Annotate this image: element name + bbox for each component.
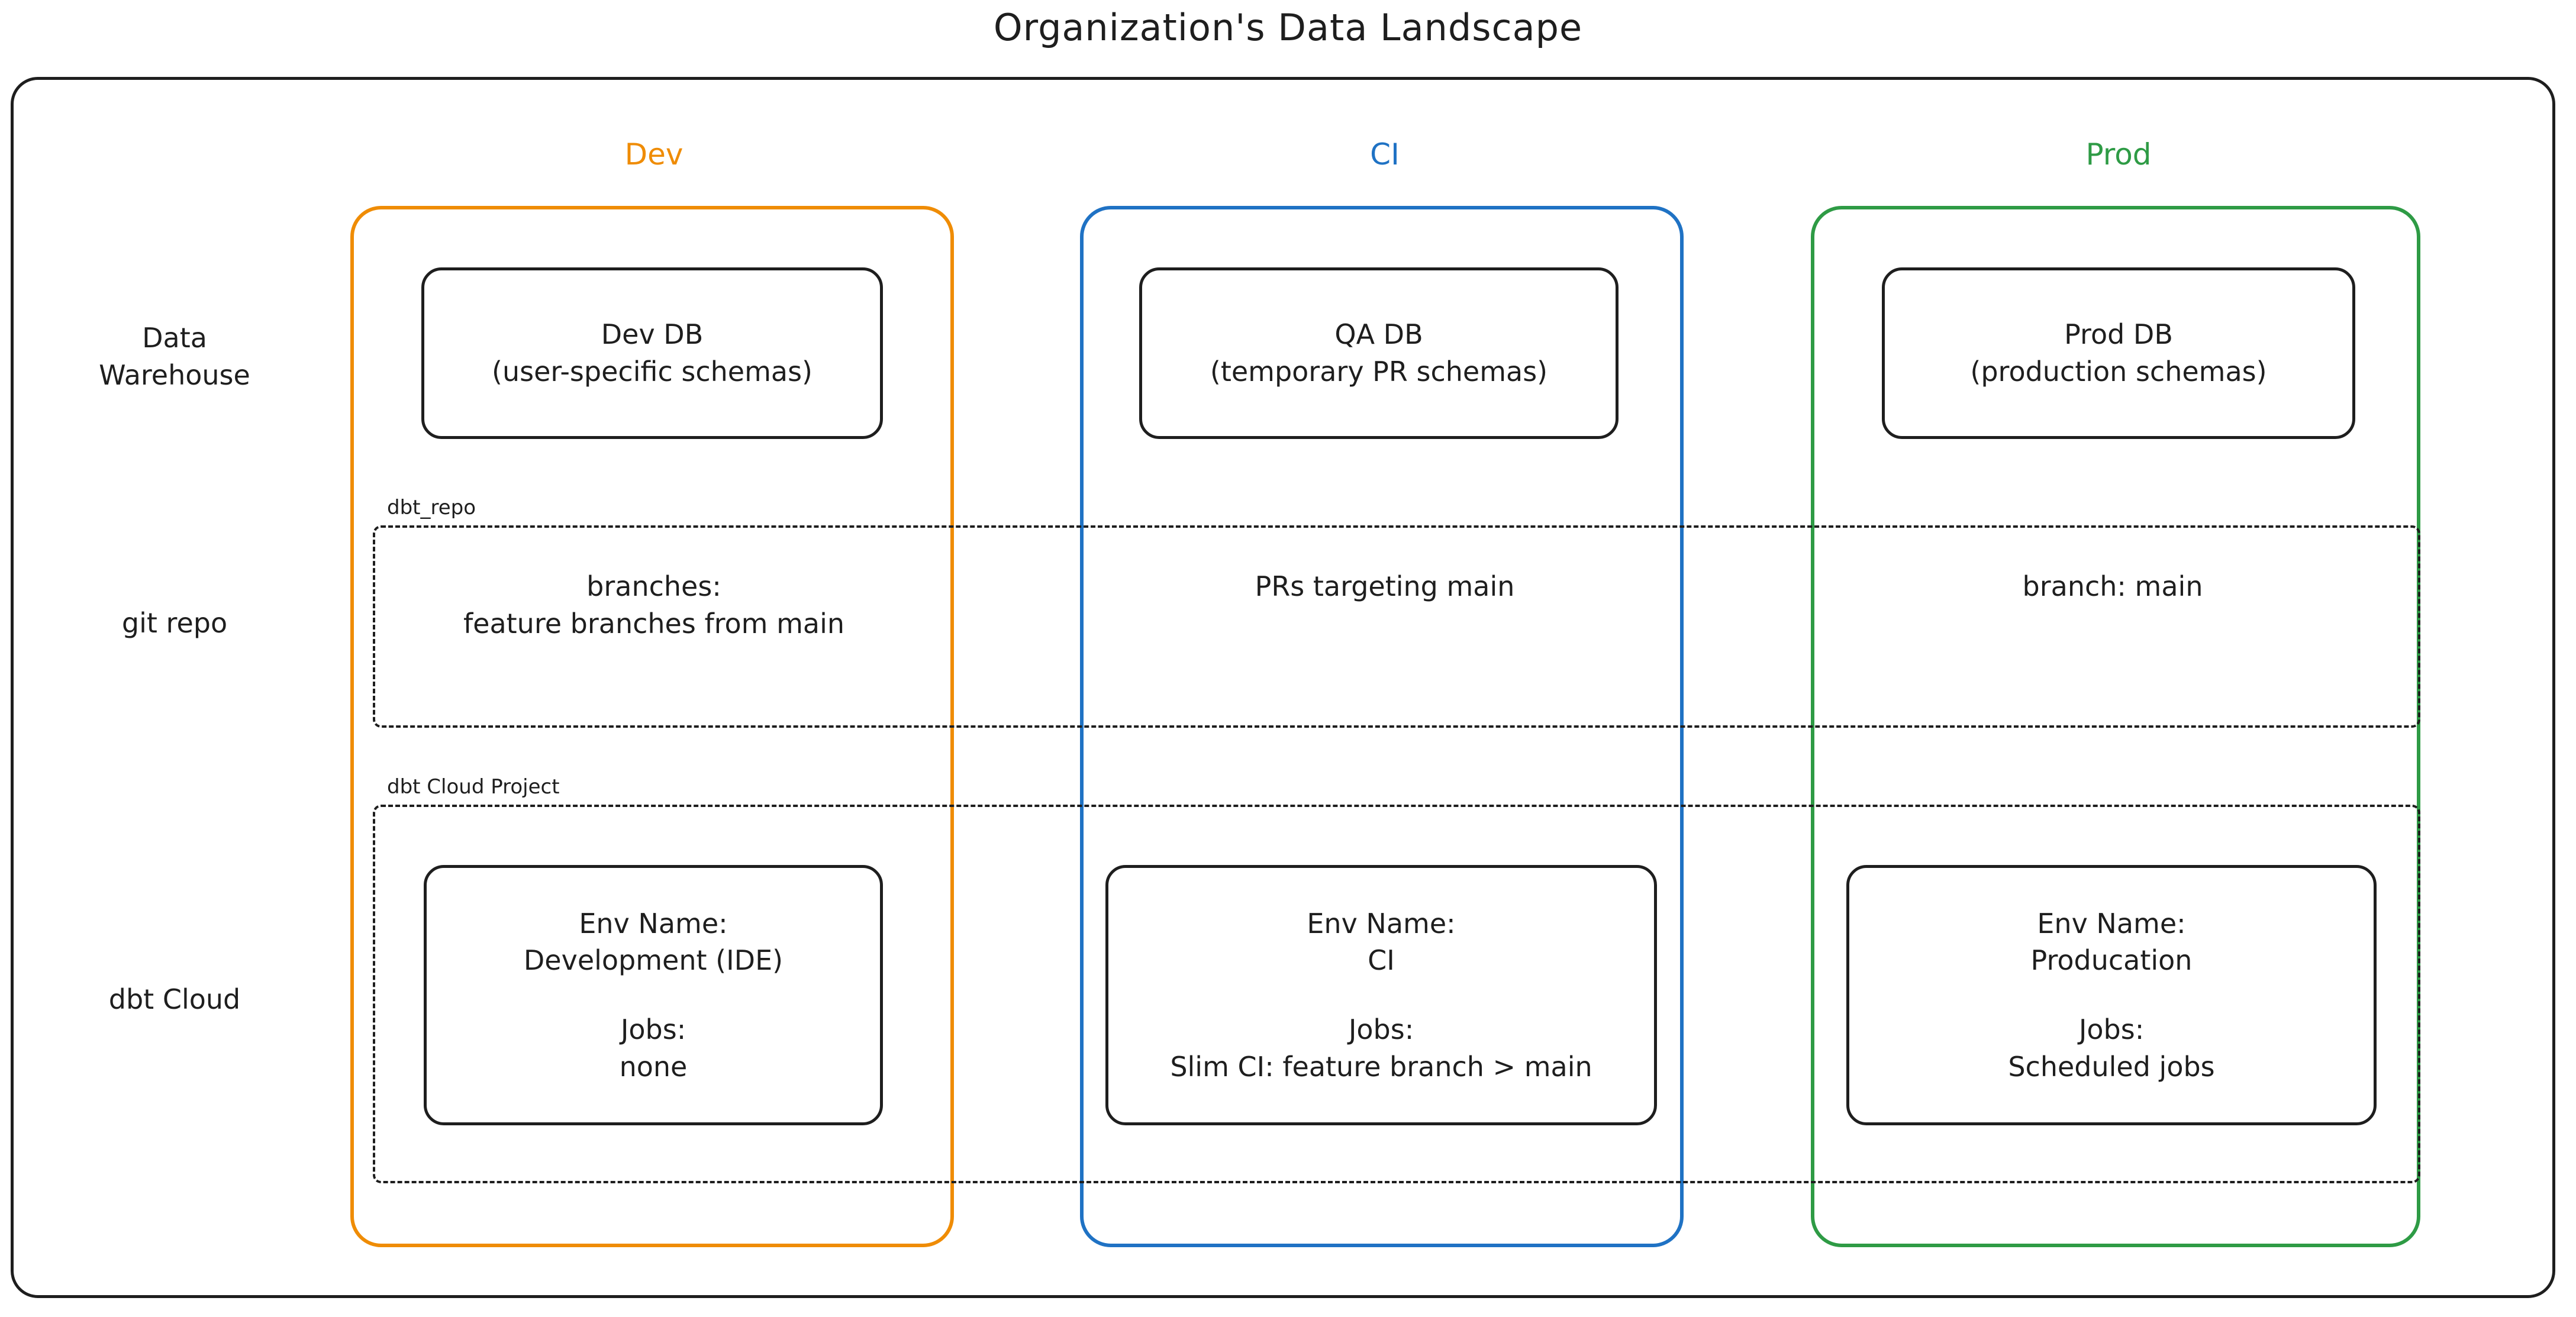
- outer-frame: [11, 77, 2555, 1298]
- row-label-git-repo: git repo: [121, 607, 228, 639]
- card-dev-db: Dev DB (user-specific schemas): [421, 267, 883, 439]
- prod-env-name-value: Producation: [2030, 944, 2193, 977]
- dev-env-name-label: Env Name:: [579, 907, 728, 940]
- ci-env-name-label: Env Name:: [1307, 907, 1456, 940]
- row-label-dbt-cloud: dbt Cloud: [108, 983, 241, 1015]
- page-title: Organization's Data Landscape: [993, 6, 1583, 49]
- card-qa-db-subtitle: (temporary PR schemas): [1210, 356, 1548, 388]
- card-qa-db: QA DB (temporary PR schemas): [1139, 267, 1619, 439]
- dev-jobs-label: Jobs:: [620, 1013, 686, 1045]
- column-header-dev: Dev: [624, 137, 684, 172]
- card-prod-db: Prod DB (production schemas): [1882, 267, 2355, 439]
- card-prod-environment: Env Name: Producation Jobs: Scheduled jo…: [1846, 865, 2377, 1125]
- dev-jobs-value: none: [619, 1050, 688, 1083]
- group-dbt-cloud-project: dbt Cloud Project: [373, 775, 2420, 1183]
- prod-jobs-label: Jobs:: [2078, 1013, 2145, 1045]
- column-header-ci: CI: [1370, 137, 1400, 172]
- git-repo-text-dev: branches: feature branches from main: [463, 570, 845, 640]
- card-ci-environment: Env Name: CI Jobs: Slim CI: feature bran…: [1105, 865, 1657, 1125]
- ci-env-name-value: CI: [1368, 944, 1395, 977]
- git-repo-text-ci: PRs targeting main: [1255, 570, 1515, 602]
- column-header-prod: Prod: [2085, 137, 2152, 172]
- prod-env-name-label: Env Name:: [2037, 907, 2186, 940]
- group-dbt-repo-label: dbt_repo: [383, 496, 480, 519]
- row-label-data-warehouse: Data Warehouse: [99, 322, 250, 392]
- ci-jobs-value: Slim CI: feature branch > main: [1170, 1050, 1592, 1083]
- card-prod-db-subtitle: (production schemas): [1970, 356, 2267, 388]
- ci-jobs-label: Jobs:: [1348, 1013, 1414, 1045]
- group-dbt-cloud-project-label: dbt Cloud Project: [383, 775, 563, 799]
- group-dbt-repo: dbt_repo: [373, 496, 2420, 728]
- card-dev-db-subtitle: (user-specific schemas): [492, 356, 813, 388]
- card-dev-environment: Env Name: Development (IDE) Jobs: none: [424, 865, 883, 1125]
- git-repo-text-prod: branch: main: [2022, 570, 2203, 602]
- card-qa-db-title: QA DB: [1334, 318, 1423, 351]
- dev-env-name-value: Development (IDE): [523, 944, 784, 977]
- card-prod-db-title: Prod DB: [2064, 318, 2173, 351]
- prod-jobs-value: Scheduled jobs: [2008, 1050, 2215, 1083]
- card-dev-db-title: Dev DB: [601, 318, 704, 351]
